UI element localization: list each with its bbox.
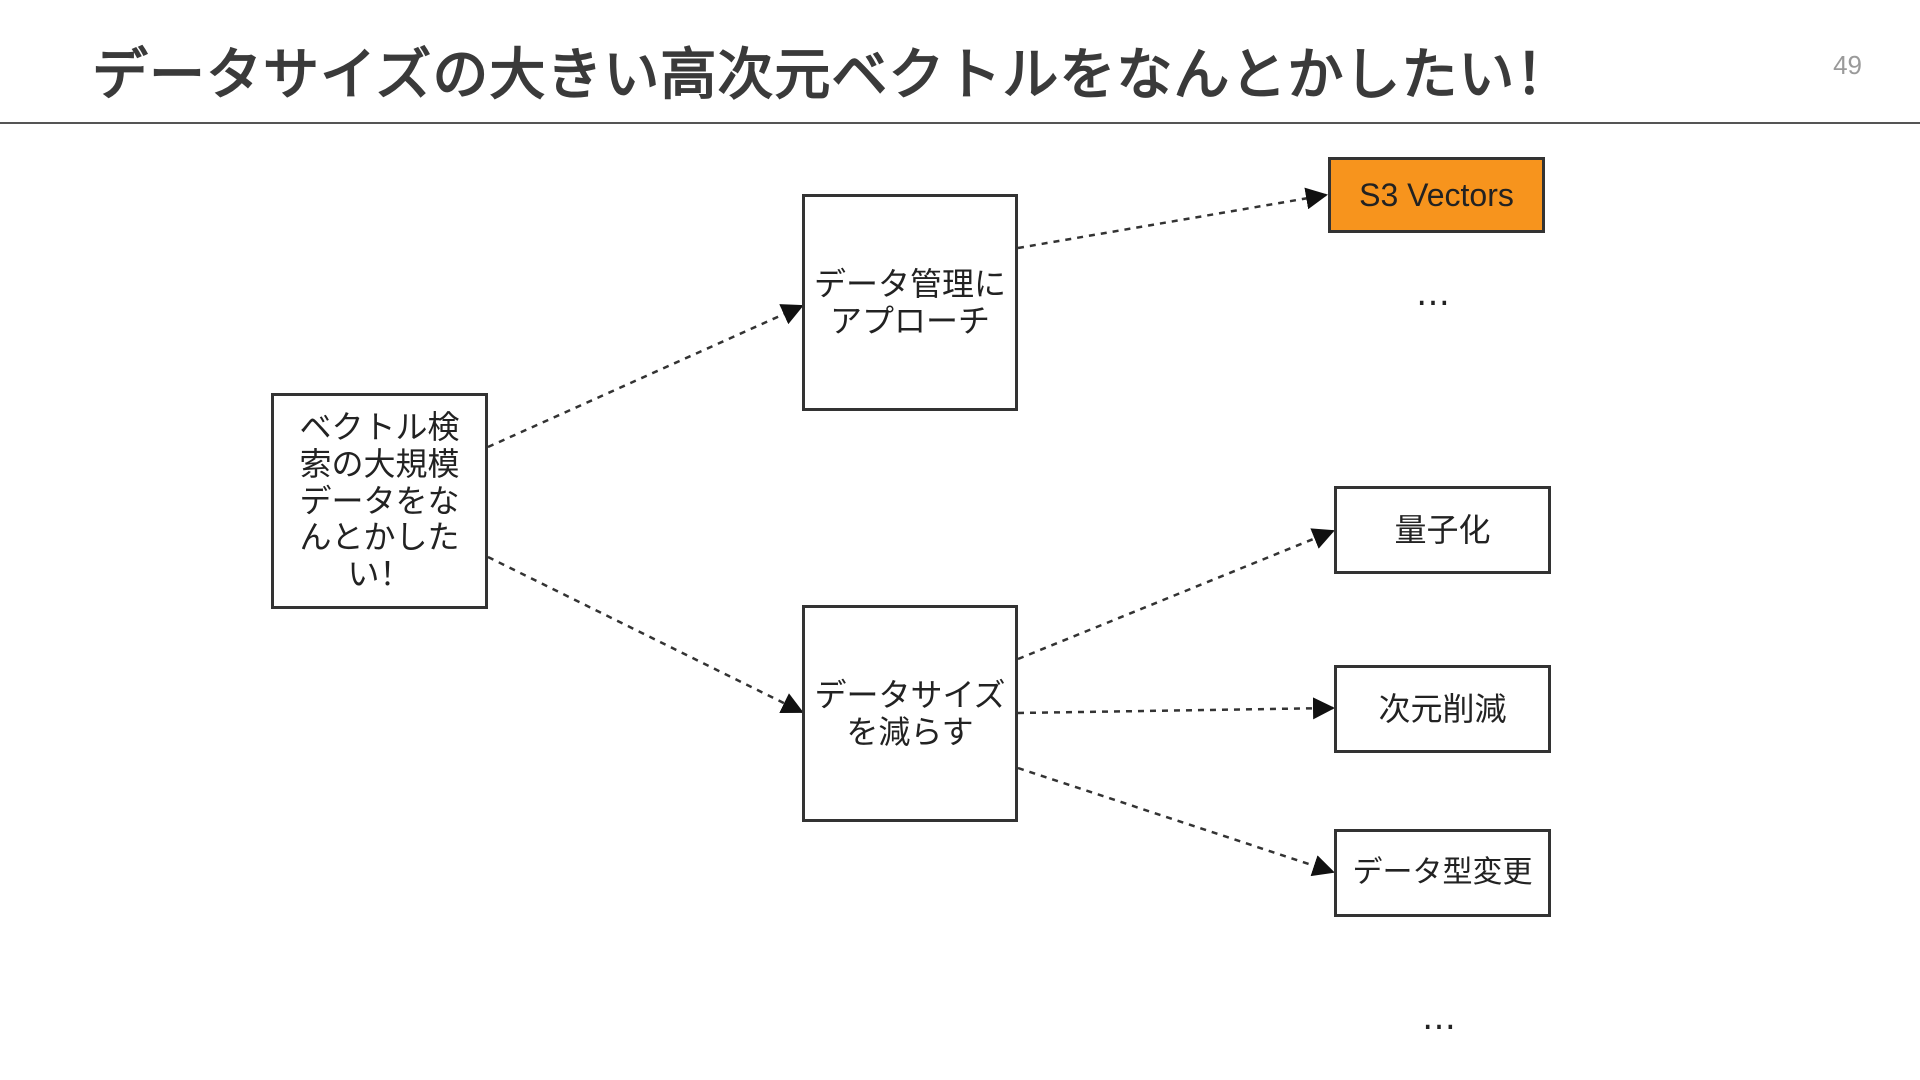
branch-node-reduce-size: データサイズを減らす	[802, 605, 1018, 822]
branch-node-data-management: データ管理にアプローチ	[802, 194, 1018, 411]
arrow-bottom-to-dtype	[1017, 766, 1335, 877]
leaf-node-dtype-change: データ型変更	[1334, 829, 1551, 917]
branch-node-reduce-size-label: データサイズを減らす	[814, 675, 1006, 751]
leaf-node-s3-vectors-label: S3 Vectors	[1359, 176, 1514, 213]
arrow-bottom-to-quantization	[1017, 528, 1335, 661]
arrow-bottom-to-dim-reduction	[1017, 697, 1335, 720]
slide-title: データサイズの大きい高次元ベクトルをなんとかしたい！	[92, 43, 1573, 108]
leaf-node-quantization: 量子化	[1334, 486, 1551, 574]
arrow-root-to-bottom	[487, 555, 804, 714]
leaf-node-dtype-change-label: データ型変更	[1352, 854, 1533, 890]
leaf-node-quantization-label: 量子化	[1394, 510, 1491, 549]
title-divider	[0, 122, 1920, 124]
arrow-top-to-s3	[1017, 187, 1328, 250]
leaf-node-dim-reduction: 次元削減	[1334, 665, 1551, 753]
branch-node-data-management-label: データ管理にアプローチ	[813, 264, 1006, 340]
ellipsis-bottom: …	[1422, 998, 1458, 1038]
leaf-node-dim-reduction-label: 次元削減	[1378, 689, 1507, 728]
root-node: ベクトル検索の大規模データをなんとかしたい！	[271, 393, 488, 609]
leaf-node-s3-vectors: S3 Vectors	[1328, 157, 1545, 233]
root-node-label: ベクトル検索の大規模データをなんとかしたい！	[299, 408, 460, 594]
page-number: 49	[1833, 50, 1862, 80]
ellipsis-top: …	[1416, 274, 1452, 314]
arrow-root-to-top	[487, 304, 804, 449]
